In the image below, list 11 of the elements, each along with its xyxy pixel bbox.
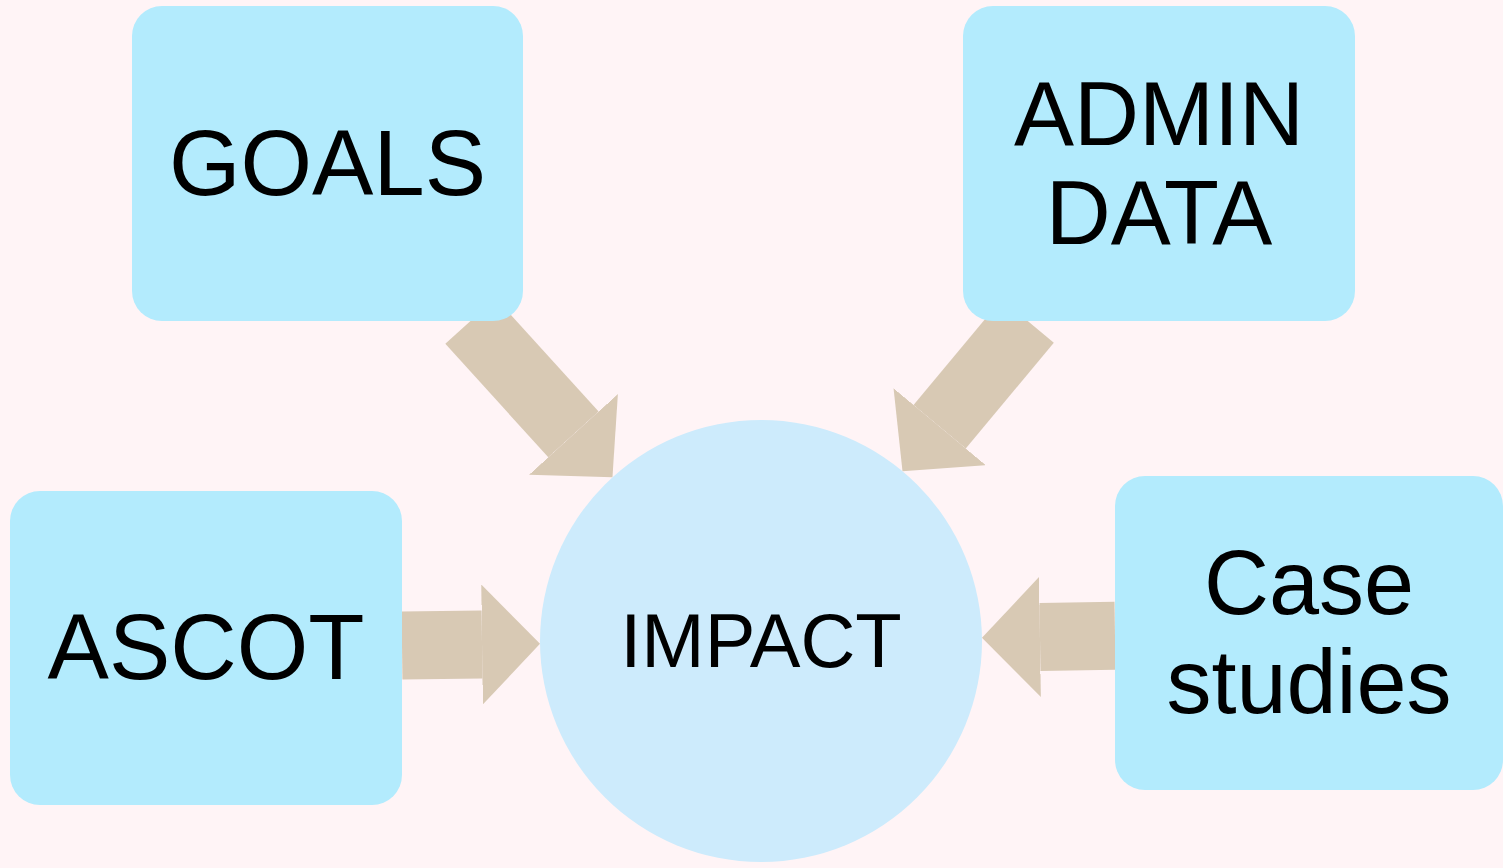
rounded-box bbox=[963, 6, 1355, 321]
block-arrow bbox=[982, 576, 1116, 697]
node-label: ADMIN DATA bbox=[1013, 64, 1305, 263]
rounded-box bbox=[1115, 476, 1503, 790]
node-label: IMPACT bbox=[620, 599, 902, 683]
rounded-box bbox=[10, 491, 402, 805]
block-arrow bbox=[401, 584, 540, 705]
node-label: ASCOT bbox=[47, 597, 365, 699]
node-label: GOALS bbox=[169, 112, 486, 215]
rounded-box bbox=[132, 6, 523, 321]
node-label: Case studies bbox=[1165, 534, 1453, 732]
